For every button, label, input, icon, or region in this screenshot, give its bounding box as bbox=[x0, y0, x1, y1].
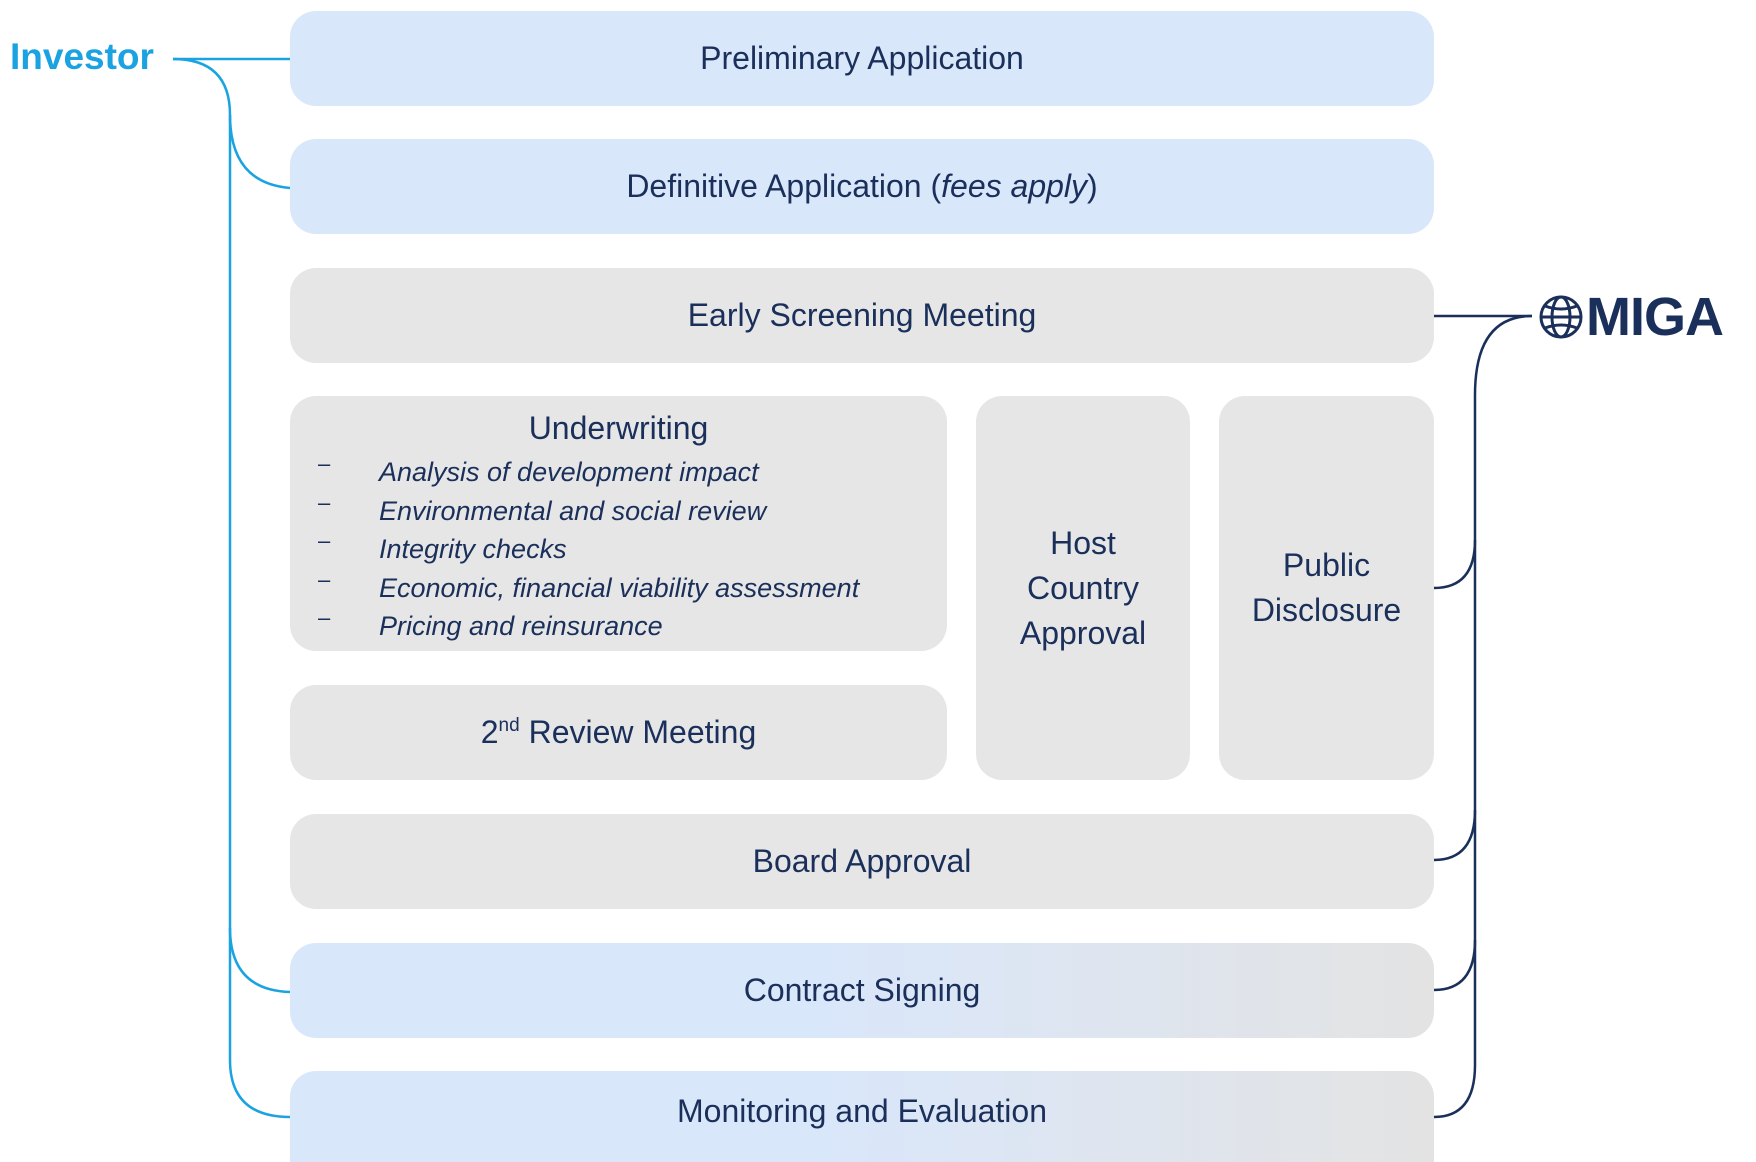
step-label-line: Country bbox=[1026, 569, 1140, 606]
dash-bullet: – bbox=[318, 528, 331, 553]
step-preliminary-application: Preliminary Application bbox=[290, 11, 1434, 106]
investor-label: Investor bbox=[10, 36, 154, 77]
step-board-approval: Board Approval bbox=[290, 814, 1434, 909]
list-item: –Analysis of development impact bbox=[290, 451, 947, 492]
dash-bullet: – bbox=[318, 451, 331, 476]
step-label-prefix: Definitive Application ( bbox=[626, 168, 942, 204]
miga-logo: MIGA bbox=[1538, 286, 1724, 348]
list-item: –Integrity checks bbox=[290, 528, 947, 569]
step-early-screening-meeting: Early Screening Meeting bbox=[290, 268, 1434, 363]
step-label: Contract Signing bbox=[743, 972, 981, 1008]
step-label: Board Approval bbox=[752, 843, 972, 879]
list-item: –Pricing and reinsurance bbox=[290, 605, 947, 646]
miga-branch-contract bbox=[1433, 939, 1477, 992]
ordinal-suffix: nd bbox=[498, 715, 520, 736]
step-second-review-meeting: 2nd Review Meeting bbox=[290, 685, 947, 780]
step-label: 2nd Review Meeting bbox=[480, 714, 757, 750]
step-contract-signing: Contract Signing bbox=[290, 943, 1434, 1038]
fees-note: fees apply bbox=[941, 168, 1088, 204]
dash-bullet: – bbox=[318, 605, 331, 630]
underwriting-list: –Analysis of development impact –Environ… bbox=[290, 451, 947, 646]
miga-trunk bbox=[1433, 314, 1533, 1119]
miga-wordmark: MIGA bbox=[1586, 287, 1724, 347]
step-label: Early Screening Meeting bbox=[687, 297, 1037, 333]
miga-branch-public bbox=[1433, 539, 1477, 590]
step-label: Definitive Application (fees apply) bbox=[626, 168, 1097, 205]
step-label-line: Public bbox=[1282, 547, 1371, 583]
step-host-country-approval: Host Country Approval bbox=[976, 396, 1190, 780]
step-label: Preliminary Application bbox=[700, 40, 1024, 76]
investor-trunk bbox=[172, 57, 291, 1119]
step-label-line: Disclosure bbox=[1251, 592, 1402, 628]
list-item: –Economic, financial viability assessmen… bbox=[290, 567, 947, 608]
dash-bullet: – bbox=[318, 566, 331, 592]
step-definitive-application: Definitive Application (fees apply) bbox=[290, 139, 1434, 234]
step-monitoring-and-evaluation: Monitoring and Evaluation bbox=[290, 1071, 1434, 1162]
step-public-disclosure: Public Disclosure bbox=[1219, 396, 1434, 780]
step-label-line: Host bbox=[1050, 524, 1116, 561]
step-label-suffix: ) bbox=[1087, 168, 1098, 204]
globe-icon bbox=[1539, 295, 1583, 339]
investor-branch-contract bbox=[228, 927, 291, 994]
step-underwriting: Underwriting –Analysis of development im… bbox=[290, 396, 947, 651]
dash-bullet: – bbox=[318, 489, 331, 515]
investor-branch-definitive bbox=[228, 114, 291, 190]
step-label: Monitoring and Evaluation bbox=[676, 1093, 1047, 1129]
miga-branch-board bbox=[1433, 809, 1477, 862]
list-item: –Environmental and social review bbox=[290, 490, 947, 531]
underwriting-title: Underwriting bbox=[528, 410, 709, 446]
step-label-line: Approval bbox=[1019, 614, 1147, 651]
